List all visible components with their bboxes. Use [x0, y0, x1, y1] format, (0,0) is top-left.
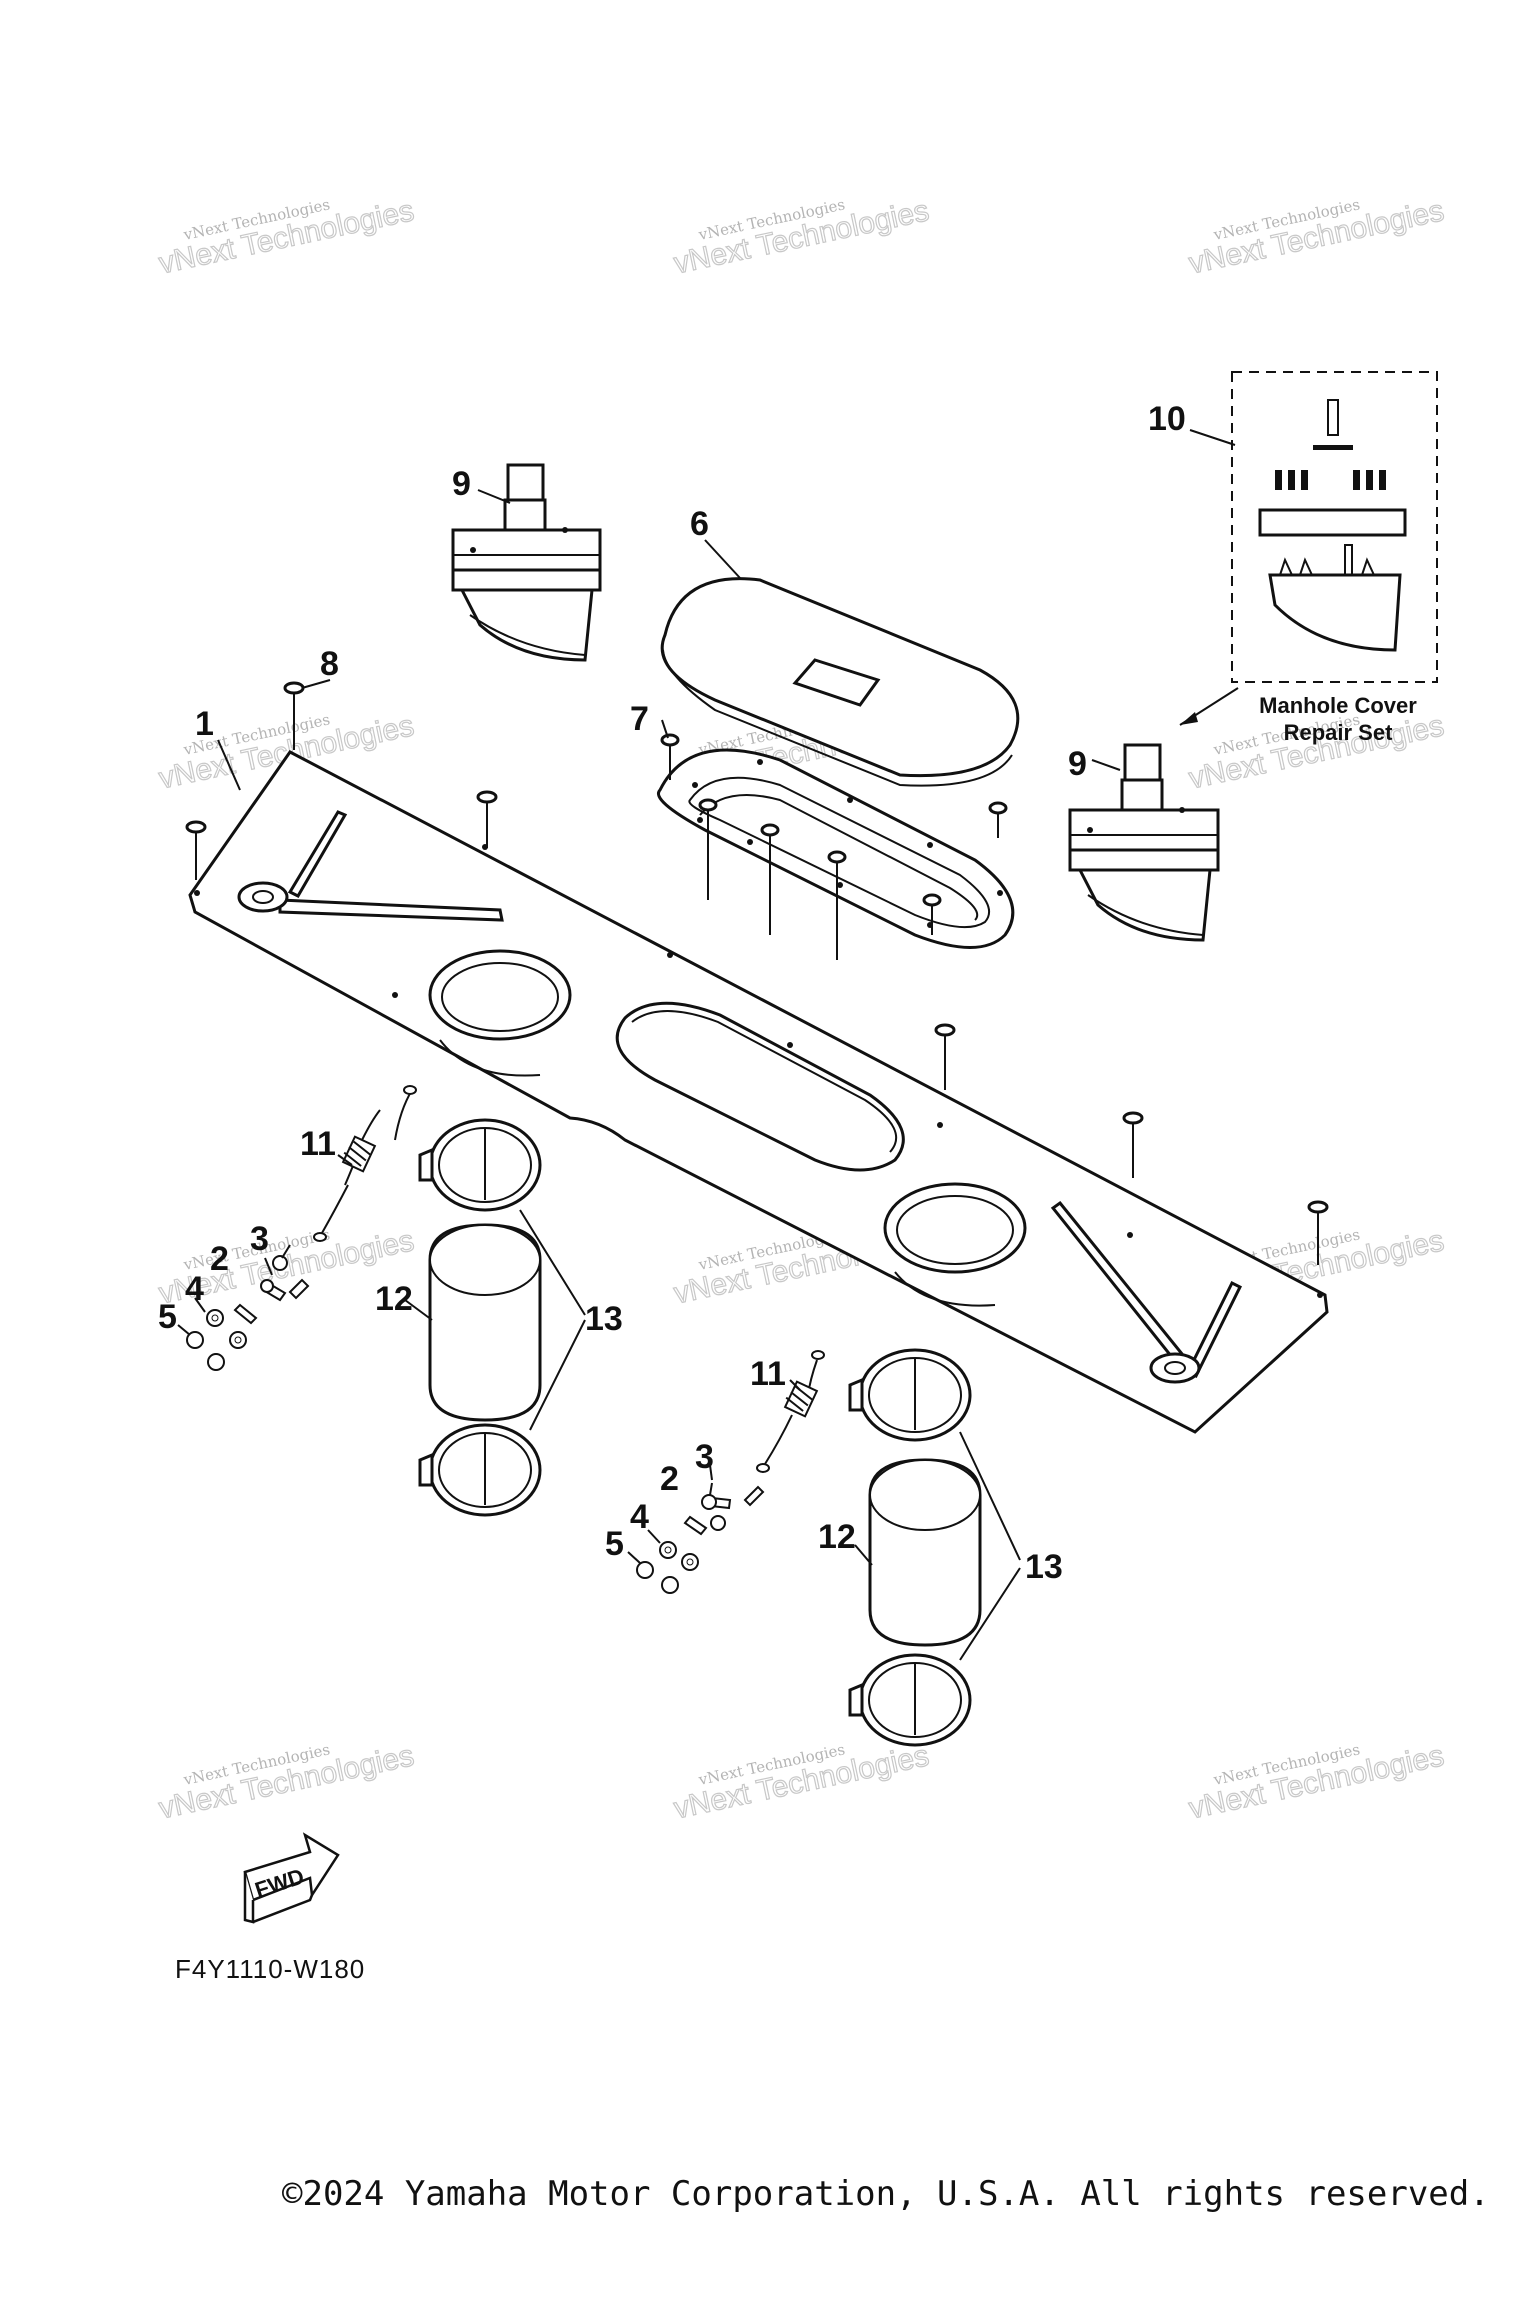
screw-part-8: [185, 681, 1329, 1265]
callout-11-left: 11: [300, 1125, 336, 1163]
diagram-code: F4Y1110-W180: [175, 1954, 365, 1984]
callout-5-left: 5: [158, 1298, 177, 1336]
tube-assembly-right: [636, 1348, 982, 1747]
callout-12-left: 12: [375, 1280, 413, 1318]
callout-4-right: 4: [630, 1498, 649, 1536]
callout-13-left: 13: [585, 1300, 623, 1338]
callout-11-right: 11: [750, 1355, 786, 1393]
cap-part-9-left: [451, 463, 602, 662]
cap-part-9-right: [1068, 743, 1220, 942]
callout-4-left: 4: [185, 1270, 204, 1308]
callout-13-right: 13: [1025, 1548, 1063, 1586]
callout-3-left: 3: [250, 1220, 269, 1258]
callout-8: 8: [320, 645, 339, 683]
manhole-ring-part-7: [657, 733, 1015, 960]
watermark-2: vNext Technologies vNext Technologies: [670, 194, 932, 281]
fwd-arrow-icon: FWD: [243, 1832, 340, 1924]
hull-plate-part-1: [188, 750, 1329, 1434]
watermark-12: vNext Technologies vNext Technologies: [1185, 1739, 1447, 1826]
repair-set-box-part-10: Manhole Cover Repair Set: [1179, 371, 1438, 745]
manhole-cover-part-6: [660, 577, 1020, 787]
watermark-1: vNext Technologies vNext Technologies: [155, 194, 417, 281]
repair-set-label-line1: Manhole Cover: [1259, 693, 1417, 718]
callout-2-left: 2: [210, 1240, 229, 1278]
callout-2-right: 2: [660, 1460, 679, 1498]
copyright-notice: ©2024 Yamaha Motor Corporation, U.S.A. A…: [282, 2174, 1490, 2214]
callout-5-right: 5: [605, 1525, 624, 1563]
callout-3-right: 3: [695, 1438, 714, 1476]
tube-assembly-left: [186, 1085, 542, 1517]
callout-10: 10: [1148, 400, 1186, 438]
callout-12-right: 12: [818, 1518, 856, 1556]
callout-7: 7: [630, 700, 649, 738]
watermark-10: vNext Technologies vNext Technologies: [155, 1739, 417, 1826]
watermark-3: vNext Technologies vNext Technologies: [1185, 194, 1447, 281]
callout-9-left: 9: [452, 465, 471, 503]
repair-set-label-line2: Repair Set: [1284, 720, 1393, 745]
leader-lines: [177, 429, 1236, 1661]
callout-1: 1: [195, 705, 214, 743]
callout-6: 6: [690, 505, 709, 543]
callout-9-right: 9: [1068, 745, 1087, 783]
